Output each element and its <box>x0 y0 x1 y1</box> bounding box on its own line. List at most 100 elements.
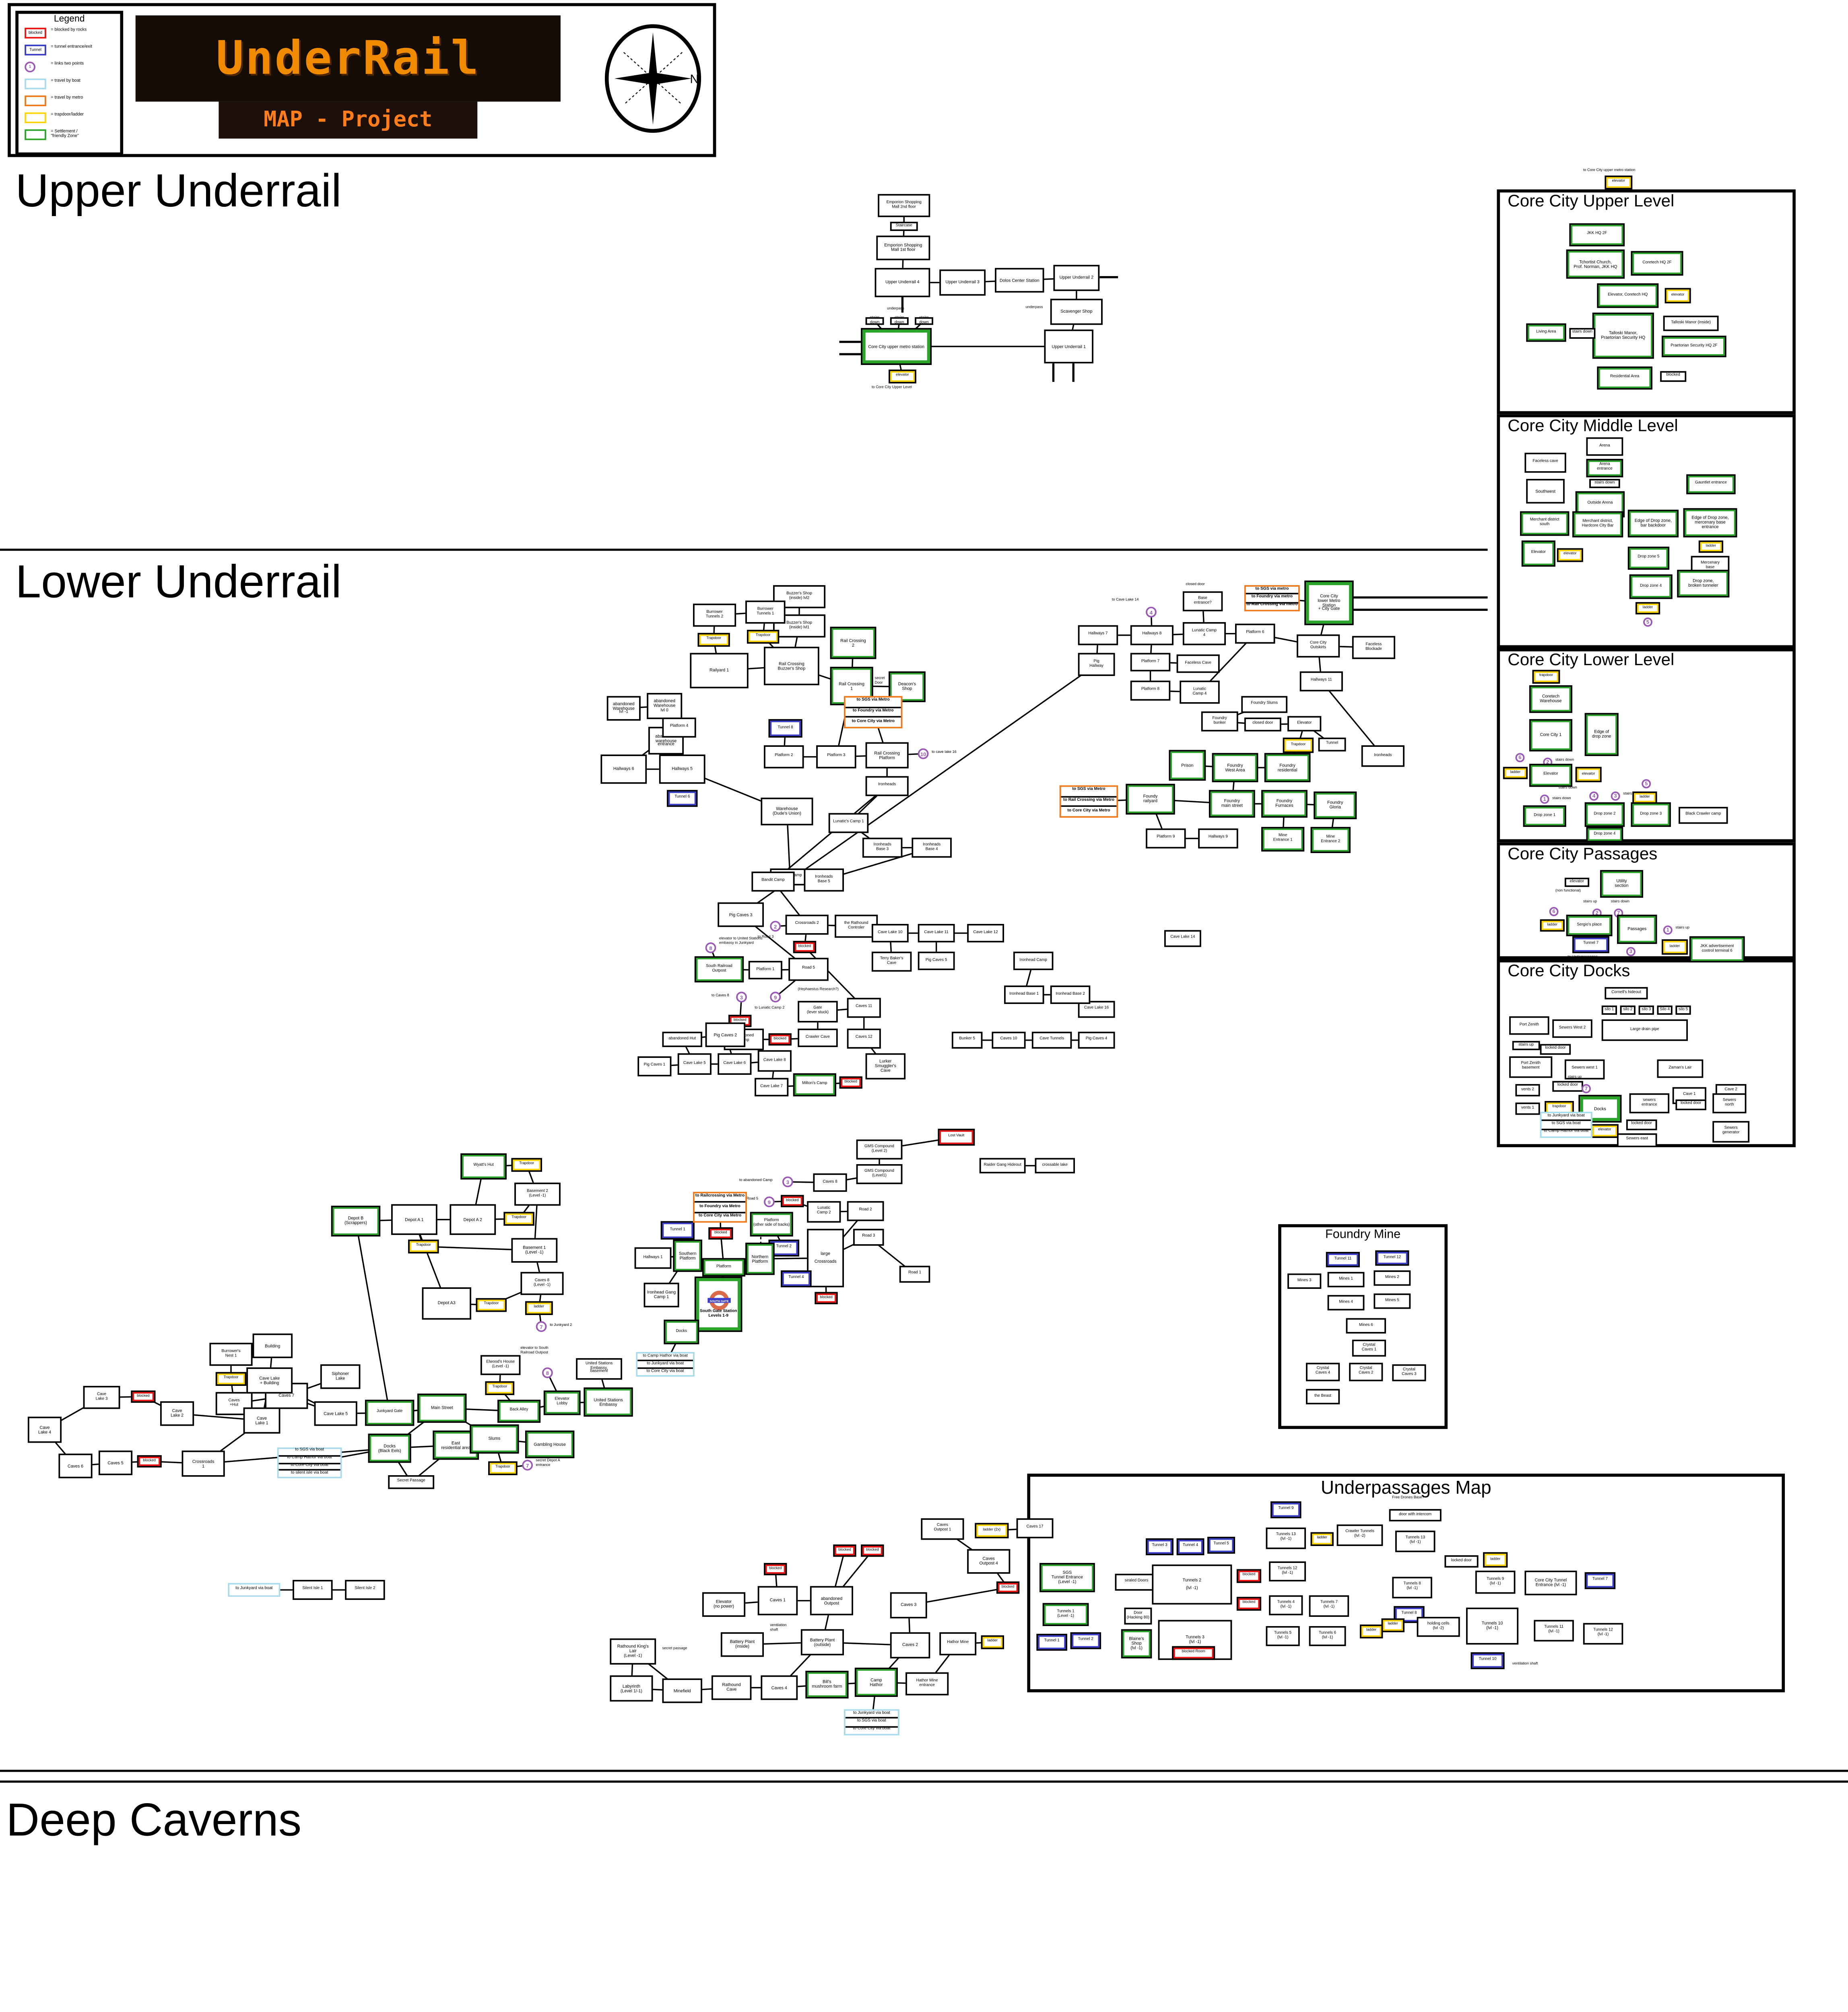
node-c_o1: Caves Outpost 1 <box>921 1518 964 1540</box>
node-j_la1: ladder <box>525 1301 553 1315</box>
node-cm_elevy: elevator <box>1557 548 1583 562</box>
node-c_hm: Hathor Mine <box>939 1632 977 1655</box>
node-c_vent: ventilation shaft <box>770 1623 787 1632</box>
node-j_tr5: Trapdoor <box>215 1372 247 1386</box>
node-cp_t1: (non functional) <box>1555 888 1581 893</box>
node-u_uu1: Upper Underrail 1 <box>1044 329 1093 364</box>
legend-label: = blocked by rocks <box>51 25 87 32</box>
node-j_blk2: blocked <box>137 1455 162 1468</box>
node-r_rc2: Rail Crossing 2 <box>830 627 877 659</box>
node-m_c12: Caves 12 <box>847 1029 881 1049</box>
node-m_ihc: Ironhead Camp <box>1013 951 1054 970</box>
node-o_pig: Pig Hallway <box>1078 653 1115 676</box>
node-cl_cc1: Core City 1 <box>1529 719 1573 752</box>
node-o_h8: Hallways 8 <box>1130 625 1174 645</box>
node-j_bs1: Basement 1 (Level -1) <box>511 1238 558 1263</box>
node-j_t7b: secret Depot A entrance <box>536 1458 560 1467</box>
logo: UnderRail <box>135 15 561 102</box>
node-c_mf: Minefield <box>662 1678 702 1703</box>
panel-title: Underpassages Map <box>1320 1476 1491 1499</box>
node-up_door: Door (Hacking 80) <box>1124 1608 1152 1625</box>
node-cd_corn: Cornell's hideout <box>1605 987 1648 1000</box>
node-u_scav: Scavenger Shop <box>1050 299 1103 325</box>
legend-item: = travel by boat <box>19 76 120 93</box>
node-cu_cor: Coretech HQ 2F <box>1631 251 1683 276</box>
node-r_trap1: Trapdoor <box>697 633 730 647</box>
panel-title: Foundry Mine <box>1325 1227 1401 1241</box>
node-m_t3b: to abandoned Camp <box>739 1178 773 1183</box>
node-cl_wh: Coretech Warehouse <box>1529 685 1573 713</box>
node-c_sib: to Junkyard via boat <box>228 1583 280 1597</box>
node-m_terry: Terry Baker's Cave <box>871 951 912 972</box>
node-cd_sewn: Sewers north <box>1712 1093 1747 1113</box>
node-c_c17: Caves 17 <box>1016 1518 1054 1538</box>
node-o_m2: Mine Entrance 2 <box>1310 827 1351 853</box>
node-up_t12a: Tunnels 12 (lvl -1) <box>1269 1561 1306 1581</box>
node-m_bk5: Bunker 5 <box>951 1031 983 1049</box>
node-m_sro: South Railroad Outpost <box>694 956 744 983</box>
legend-item: = travel by metro <box>19 93 120 109</box>
node-cd_v2: vents 2 <box>1515 1084 1540 1097</box>
node-cm_p5: 5 <box>1643 617 1653 627</box>
node-j_db: Depot B (Scrappers) <box>331 1206 381 1237</box>
node-s_pl: Platform <box>702 1258 746 1277</box>
node-cu_tallin: Talloski Manor (inside) <box>1663 315 1719 331</box>
node-o_fs: Foundry Slums <box>1241 696 1288 713</box>
legend-title: Legend <box>54 15 85 25</box>
node-j_bs2: Basement 2 (Level -1) <box>514 1182 561 1206</box>
panel-title: Core City Docks <box>1508 962 1630 981</box>
node-cm_gaunt: Gauntlet entrance <box>1686 474 1736 495</box>
node-c_blk2: blocked <box>861 1544 884 1557</box>
node-cm_edgm: Edge of Drop zone, mercenary base entran… <box>1683 508 1737 538</box>
node-s_igc: Ironhead Gang Camp 1 <box>644 1282 679 1307</box>
node-cd_sww1: Sewers west 1 <box>1564 1059 1605 1080</box>
node-c_blk1: blocked <box>833 1544 856 1557</box>
node-m_c10: Caves 10 <box>992 1031 1026 1049</box>
node-cd_v1: vents 1 <box>1515 1102 1540 1115</box>
node-m_t3: to Caves 8 <box>711 993 729 998</box>
node-up_tu4: Tunnel 4 <box>1176 1538 1204 1555</box>
node-j_c5: Caves 5 <box>98 1450 133 1475</box>
node-cl_ladd: ladder <box>1503 767 1528 779</box>
node-cm_sd: stairs down <box>1589 479 1620 489</box>
node-r_pl4: Platform 4 <box>662 717 696 738</box>
node-j_use: United Stations Embassy <box>584 1387 633 1417</box>
node-m_band: Bandit Camp <box>751 871 795 892</box>
node-up_t10s: Tunnels 10 (lvl -1) <box>1466 1608 1519 1645</box>
node-cp_tun7: Tunnel 7 <box>1572 936 1609 953</box>
node-r_bur1: Burrower Tunnels 1 <box>745 600 786 624</box>
node-o_ih: Ironheads <box>1361 745 1405 767</box>
node-cd_sewg: Sewers generator <box>1712 1121 1750 1143</box>
node-up_tu7: Tunnel 7 <box>1584 1572 1616 1589</box>
node-u_st: Staircase <box>890 222 918 231</box>
node-cp_p3: 3 <box>1626 947 1636 957</box>
node-m_cl7: Cave Lake 7 <box>755 1078 789 1097</box>
node-f_cc4: Crystal Caves 4 <box>1306 1363 1340 1381</box>
node-c_l2x: ladder (2x) <box>975 1523 1009 1538</box>
node-o_h7: Hallways 7 <box>1078 625 1118 645</box>
node-cu_jkk: JKK HQ 2F <box>1569 223 1625 247</box>
node-r_secr: secret Door <box>874 676 885 685</box>
node-cd_ld2: locked door <box>1552 1081 1583 1092</box>
node-j_dbe: Docks (Black Eels) <box>368 1433 411 1463</box>
panel-cc-passages: Core City Passages <box>1497 842 1796 960</box>
node-cl_dz3: Drop zone 3 <box>1631 802 1671 827</box>
node-cp_p1: 1 <box>1663 925 1673 935</box>
node-m_ctn: Cave Tunnels <box>1031 1031 1072 1049</box>
node-r_ihb4: Ironheads Base 4 <box>912 837 952 858</box>
node-cl_edge: Edge of drop zone <box>1584 713 1619 756</box>
node-f_t12: Tunnel 12 <box>1375 1250 1409 1266</box>
node-m_c11: Caves 11 <box>847 998 881 1018</box>
node-cd_sewe: Sewers east <box>1617 1133 1657 1147</box>
node-j_slums: Slums <box>470 1424 519 1454</box>
node-cd_pzb: Port Zenith basement <box>1509 1056 1553 1078</box>
legend-label: = travel by boat <box>51 76 80 82</box>
node-cp_p6: 6 <box>1549 907 1559 916</box>
node-up_door2: door with intercom <box>1389 1509 1442 1521</box>
node-o_pl9: Platform 9 <box>1146 828 1186 849</box>
node-o_fg: Foundry Gloria <box>1314 791 1357 819</box>
node-o_ccout: Core City Outskirts <box>1297 634 1340 658</box>
